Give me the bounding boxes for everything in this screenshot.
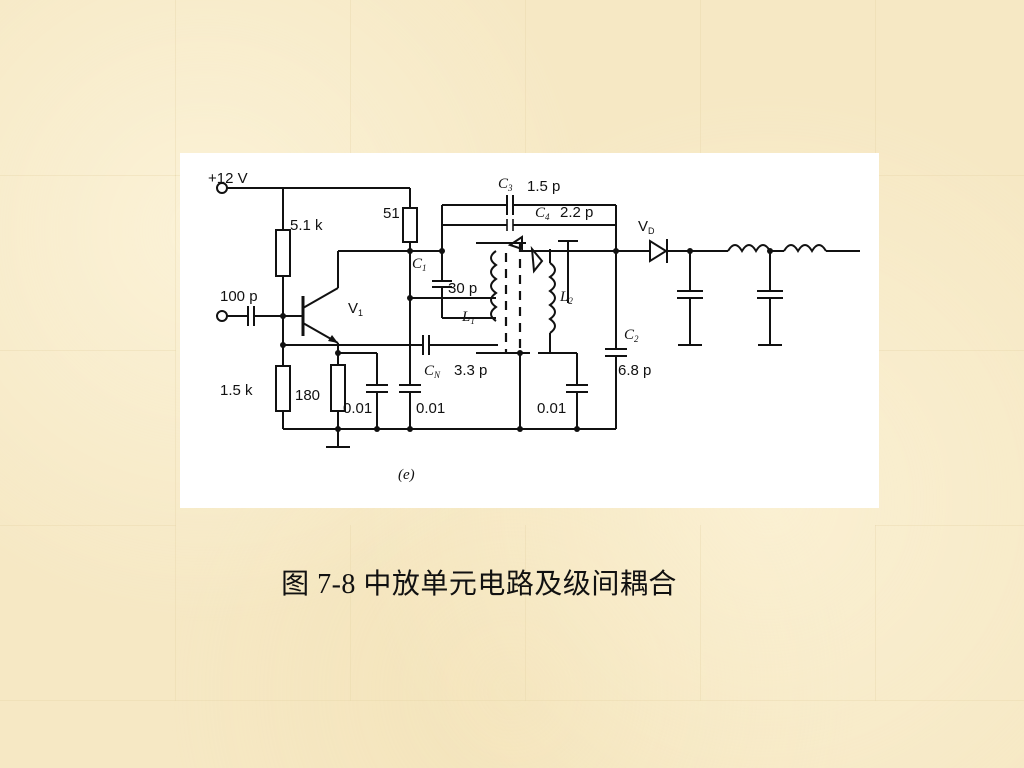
capacitor-cn [422, 335, 498, 355]
resistor-51-label: 51 [383, 205, 400, 222]
resistor-180-label: 180 [295, 387, 320, 404]
inductor-filter-2 [783, 244, 827, 253]
capacitor-c4 [506, 219, 616, 231]
capacitor-c2 [605, 251, 627, 429]
capacitor-l2-bypass [566, 353, 588, 429]
c2-value: 6.8 p [618, 362, 651, 379]
circuit-diagram: +12 V 5.1 k 51 100 p V1 1.5 [180, 153, 879, 508]
input-capacitor-label: 100 p [220, 288, 258, 305]
resistor-1-5k [275, 345, 291, 429]
resistor-5-1k-label: 5.1 k [290, 217, 323, 234]
supply-terminal [216, 182, 410, 194]
supply-label: +12 V [208, 170, 248, 187]
capacitor-emitter-bypass [338, 352, 388, 429]
transistor-label: V1 [348, 300, 363, 318]
diode-vd [649, 239, 668, 263]
diode-label: VD [638, 218, 655, 236]
resistor-51 [402, 188, 418, 251]
cn-label: CN [424, 363, 441, 380]
capacitor-c1 [432, 251, 452, 318]
capacitor-filter-1 [677, 251, 703, 346]
inductor-l1 [490, 250, 498, 322]
collector-bypass-label: 0.01 [416, 400, 445, 417]
c4-label: C4 [535, 205, 550, 222]
circuit-schematic: +12 V 5.1 k 51 100 p V1 1.5 [208, 170, 860, 483]
junction-dot [374, 426, 380, 432]
c1-label: C1 [412, 256, 427, 273]
inductor-filter-1 [727, 244, 771, 253]
capacitor-filter-2 [757, 251, 783, 346]
figure-label: (e) [398, 467, 415, 483]
figure-caption: 图 7-8 中放单元电路及级间耦合 [281, 569, 677, 600]
resistor-1-5k-label: 1.5 k [220, 382, 253, 399]
junction-dot [335, 426, 341, 432]
l2-bypass-label: 0.01 [537, 400, 566, 417]
capacitor-collector-bypass [399, 251, 421, 429]
l1-label: L1 [461, 309, 475, 326]
junction-dot [407, 426, 413, 432]
c3-label: C3 [498, 176, 513, 193]
junction-dot [517, 350, 523, 356]
input-terminal [216, 306, 303, 326]
capacitor-c3 [506, 195, 616, 215]
c4-value: 2.2 p [560, 204, 593, 221]
l2-label: L2 [559, 289, 573, 306]
emitter-bypass-label: 0.01 [343, 400, 372, 417]
c1-value: 30 p [448, 280, 477, 297]
c2-label: C2 [624, 327, 639, 344]
inductor-l2 [530, 240, 578, 354]
cn-value: 3.3 p [454, 362, 487, 379]
c3-value: 1.5 p [527, 178, 560, 195]
transistor-v1 [301, 251, 339, 353]
